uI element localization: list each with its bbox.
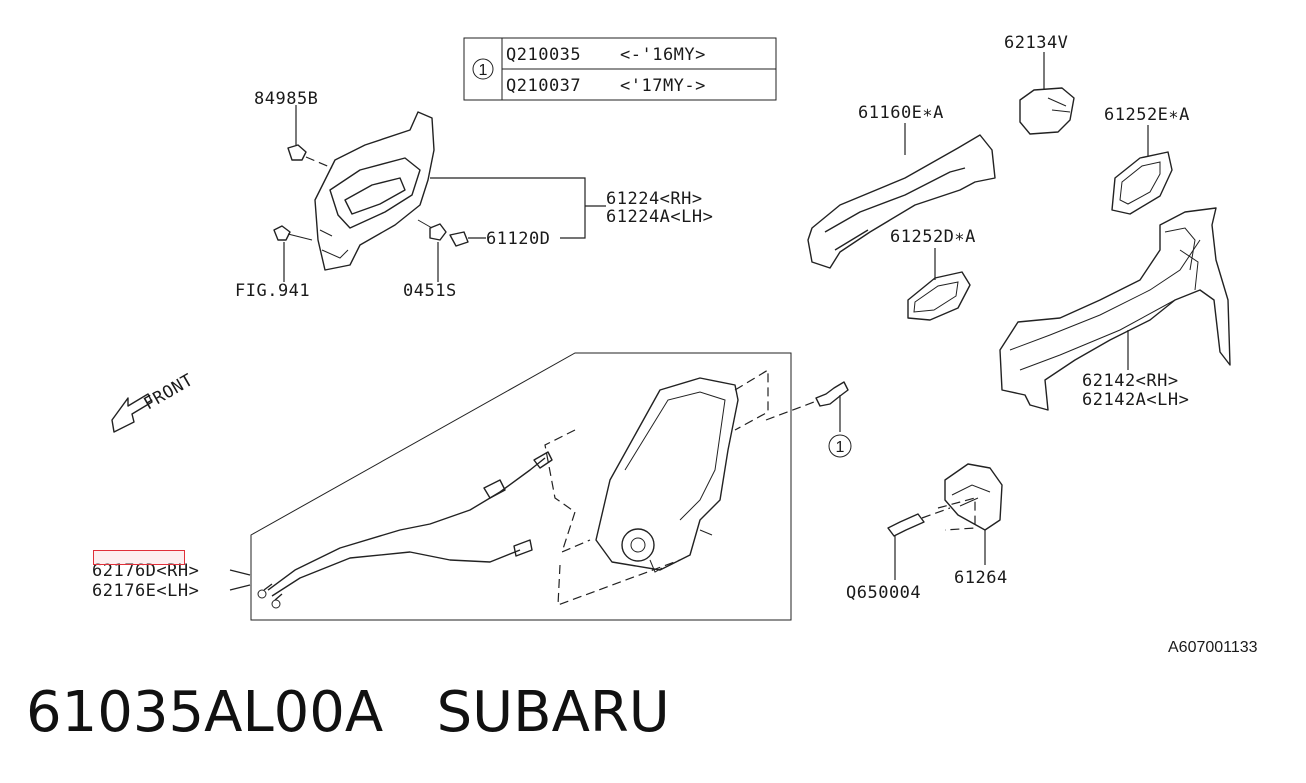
pad-61252e [1111, 125, 1173, 215]
diagram-reference: A607001133 [1168, 639, 1258, 656]
bolt-table: 1 Q210035 <-'16MY> Q210037 <'17MY-> [463, 37, 777, 101]
table-part-2: Q210037 [506, 76, 581, 96]
label-62176d-rh: 62176D<RH> [92, 561, 199, 581]
label-62176e-lh: 62176E<LH> [92, 581, 199, 601]
striker-assembly [887, 463, 1003, 580]
brand-name: SUBARU [436, 680, 670, 745]
screw-fig941 [273, 225, 291, 241]
callout-1-number: 1 [836, 439, 845, 456]
nut-84985b [287, 144, 307, 161]
label-61120d: 61120D [486, 229, 550, 249]
part-number: 61035AL00A [26, 680, 384, 745]
table-years-1: <-'16MY> [620, 45, 706, 65]
cylinder-cap [1019, 52, 1075, 135]
pad-61252d [907, 248, 971, 321]
inner-handle-assembly [273, 105, 606, 282]
label-62142-rh: 62142<RH> [1082, 371, 1179, 391]
label-q650004: Q650004 [846, 583, 921, 603]
latch-panel [229, 352, 792, 621]
table-years-2: <'17MY-> [620, 76, 706, 96]
label-61160e: 61160E∗A [858, 103, 944, 123]
part-highlight-box [93, 550, 185, 565]
label-61252d: 61252D∗A [890, 227, 976, 247]
screw-0451s [429, 223, 447, 241]
label-61224-lh: 61224A<LH> [606, 207, 713, 227]
latch-screw: 1 [765, 381, 852, 458]
table-callout-circle [472, 58, 494, 80]
label-61224-rh: 61224<RH> [606, 189, 703, 209]
outer-handle [807, 123, 996, 269]
label-fig941: FIG.941 [235, 281, 310, 301]
footer-caption: 61035AL00A SUBARU [26, 680, 670, 745]
label-61252e: 61252E∗A [1104, 105, 1190, 125]
label-84985b: 84985B [254, 89, 318, 109]
front-label: FRONT [141, 370, 197, 414]
latch-gear [621, 528, 655, 562]
label-62134v: 62134V [1004, 33, 1068, 53]
label-0451s: 0451S [403, 281, 457, 301]
front-direction-arrow: FRONT [111, 370, 197, 433]
handle-frame-62142 [999, 207, 1231, 411]
clip-61120d [449, 231, 469, 247]
label-62142-lh: 62142A<LH> [1082, 390, 1189, 410]
table-callout-number: 1 [479, 62, 488, 79]
label-61264: 61264 [954, 568, 1008, 588]
callout-1-circle [828, 434, 852, 458]
table-part-1: Q210035 [506, 45, 581, 65]
